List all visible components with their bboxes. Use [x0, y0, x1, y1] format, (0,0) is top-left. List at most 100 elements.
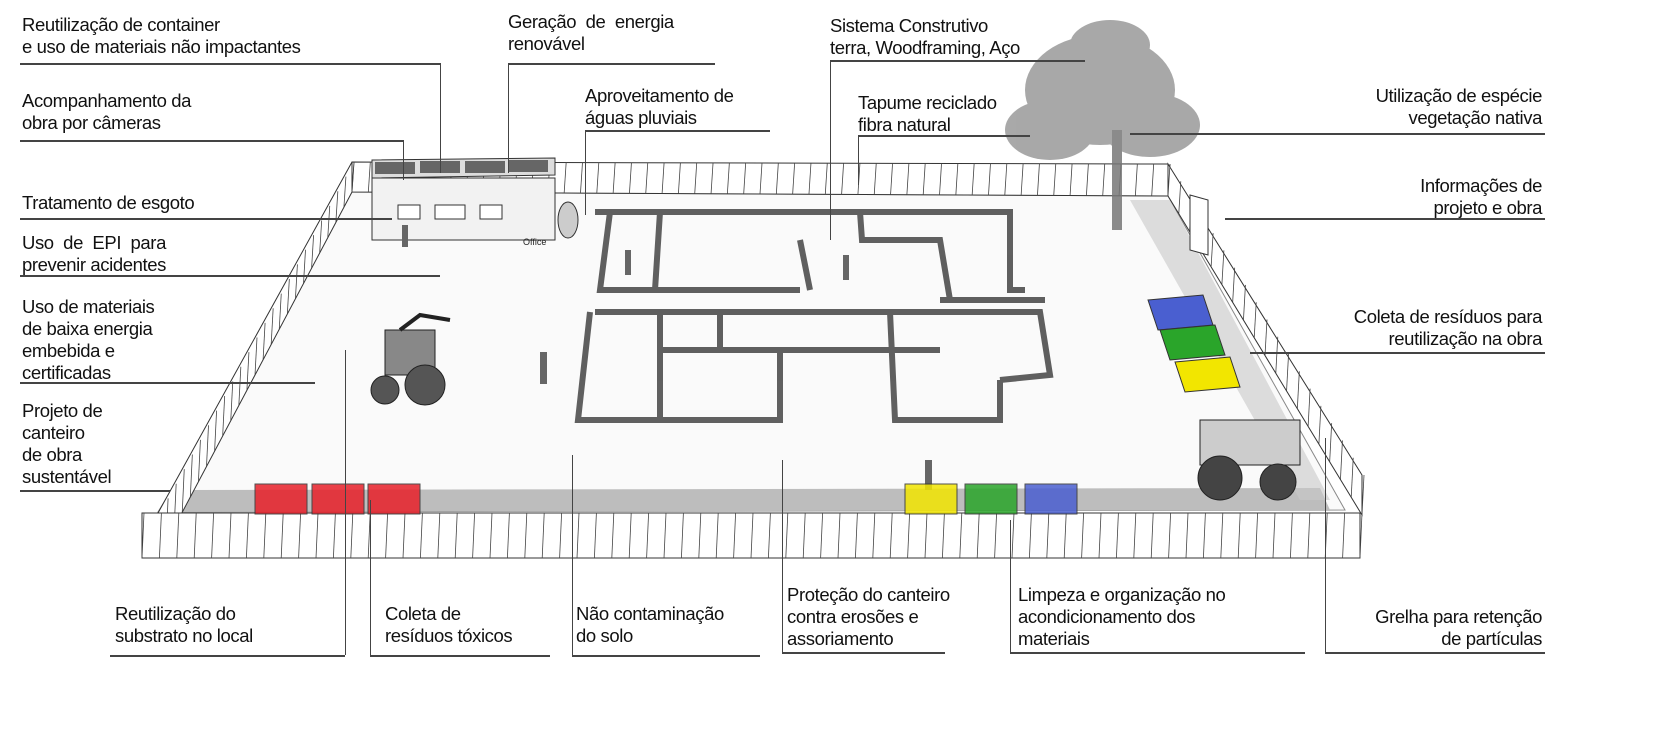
leader-line	[830, 60, 832, 240]
fence-post	[1134, 163, 1138, 196]
label-substrate-reuse: Reutilização do substrato no local	[115, 603, 253, 646]
fence-post	[1150, 512, 1154, 559]
leader-line	[782, 460, 784, 652]
fence-post	[541, 512, 545, 559]
fence-post	[906, 163, 910, 195]
fence-post	[385, 512, 388, 559]
fence-post	[1185, 512, 1189, 559]
fence-post	[1361, 474, 1365, 516]
leader-line	[20, 275, 440, 277]
fence-post	[1232, 267, 1236, 303]
red-waste-bin	[254, 483, 308, 515]
fence-post	[246, 352, 250, 391]
fence-post	[420, 512, 423, 559]
workers	[402, 225, 932, 490]
fence-post	[576, 512, 580, 559]
fence-post	[1255, 512, 1258, 559]
fence-post	[743, 162, 747, 194]
fence-post	[820, 512, 823, 559]
fence-post	[1296, 371, 1300, 409]
leader-line	[1325, 438, 1327, 652]
fence-post	[733, 512, 736, 559]
excavator	[370, 312, 451, 406]
fence-post	[759, 162, 763, 195]
fence-post	[939, 163, 942, 195]
tractor	[1197, 419, 1301, 501]
fence-post	[214, 410, 217, 452]
fence-post	[988, 163, 991, 196]
label-container-reuse: Reutilização de container e uso de mater…	[22, 14, 301, 57]
fence-post	[976, 512, 980, 559]
fence-post	[611, 512, 615, 559]
fence-post	[837, 512, 841, 559]
fence-post	[1046, 512, 1050, 559]
leader-line	[858, 135, 1030, 137]
fence-post	[1178, 181, 1182, 214]
fence-post	[176, 512, 180, 559]
fence-post	[1350, 457, 1354, 498]
fence-post	[768, 512, 771, 559]
leader-line	[585, 130, 770, 132]
fence-post	[298, 512, 301, 559]
fence-post	[1063, 512, 1067, 559]
office-sign: Office	[523, 237, 546, 247]
fence-post	[263, 512, 267, 559]
leader-line	[20, 490, 170, 492]
fence-post	[750, 512, 754, 559]
fence-post	[563, 162, 567, 194]
fence-post	[955, 163, 959, 195]
label-low-energy-materials: Uso de materiais de baixa energia embebi…	[22, 296, 155, 383]
fence-post	[715, 512, 719, 559]
label-waste-reuse: Coleta de resíduos para reutilização na …	[1353, 306, 1543, 349]
fence-post	[596, 162, 600, 194]
fence-post	[311, 235, 314, 269]
fence-post	[246, 512, 249, 559]
fence-post	[681, 512, 684, 559]
leader-line	[782, 652, 945, 654]
leader-line	[370, 655, 550, 657]
fence-post	[181, 469, 185, 513]
fence-post	[855, 512, 858, 559]
waste-bins	[254, 294, 1241, 515]
leader-line	[508, 63, 510, 173]
fence-post	[141, 512, 145, 559]
leader-line	[20, 140, 403, 142]
fence-post	[1318, 405, 1322, 445]
fence-post	[1359, 512, 1363, 559]
label-particle-grate: Grelha para retenção de partículas	[1375, 606, 1542, 649]
fence-post	[559, 512, 562, 559]
label-renewable-energy: Geração de energia renovável	[508, 11, 674, 54]
leader-line	[1325, 652, 1545, 654]
label-project-info: Informações de projeto e obra	[1420, 175, 1542, 218]
fence-post	[971, 163, 975, 196]
fence-post	[889, 512, 893, 559]
fence-post	[1286, 354, 1289, 391]
fence-post	[198, 439, 201, 482]
leader-line	[585, 130, 587, 215]
fence-post	[1307, 388, 1311, 427]
fence-post	[254, 337, 258, 376]
fence-post	[222, 395, 226, 437]
fence-post	[694, 162, 698, 194]
fence-post	[645, 162, 649, 194]
fence-post	[1264, 319, 1268, 356]
fence-post	[661, 162, 665, 194]
leader-line	[1225, 218, 1545, 220]
fence-post	[802, 512, 806, 559]
fence-post	[211, 512, 214, 559]
fence-post	[663, 512, 667, 559]
fence-post	[678, 162, 681, 194]
label-ppe: Uso de EPI para prevenir acidentes	[22, 232, 166, 275]
fence-post	[942, 512, 945, 559]
fence-post	[1020, 163, 1024, 196]
fence-post	[959, 512, 963, 559]
fence-post	[319, 220, 323, 254]
leader-line	[20, 218, 392, 220]
fence-post	[327, 205, 331, 238]
leader-line	[1130, 133, 1545, 135]
label-recycled-hoarding: Tapume reciclado fibra natural	[858, 92, 997, 135]
leader-line	[403, 140, 405, 180]
fence-post	[594, 512, 597, 559]
fence-post	[343, 176, 347, 208]
